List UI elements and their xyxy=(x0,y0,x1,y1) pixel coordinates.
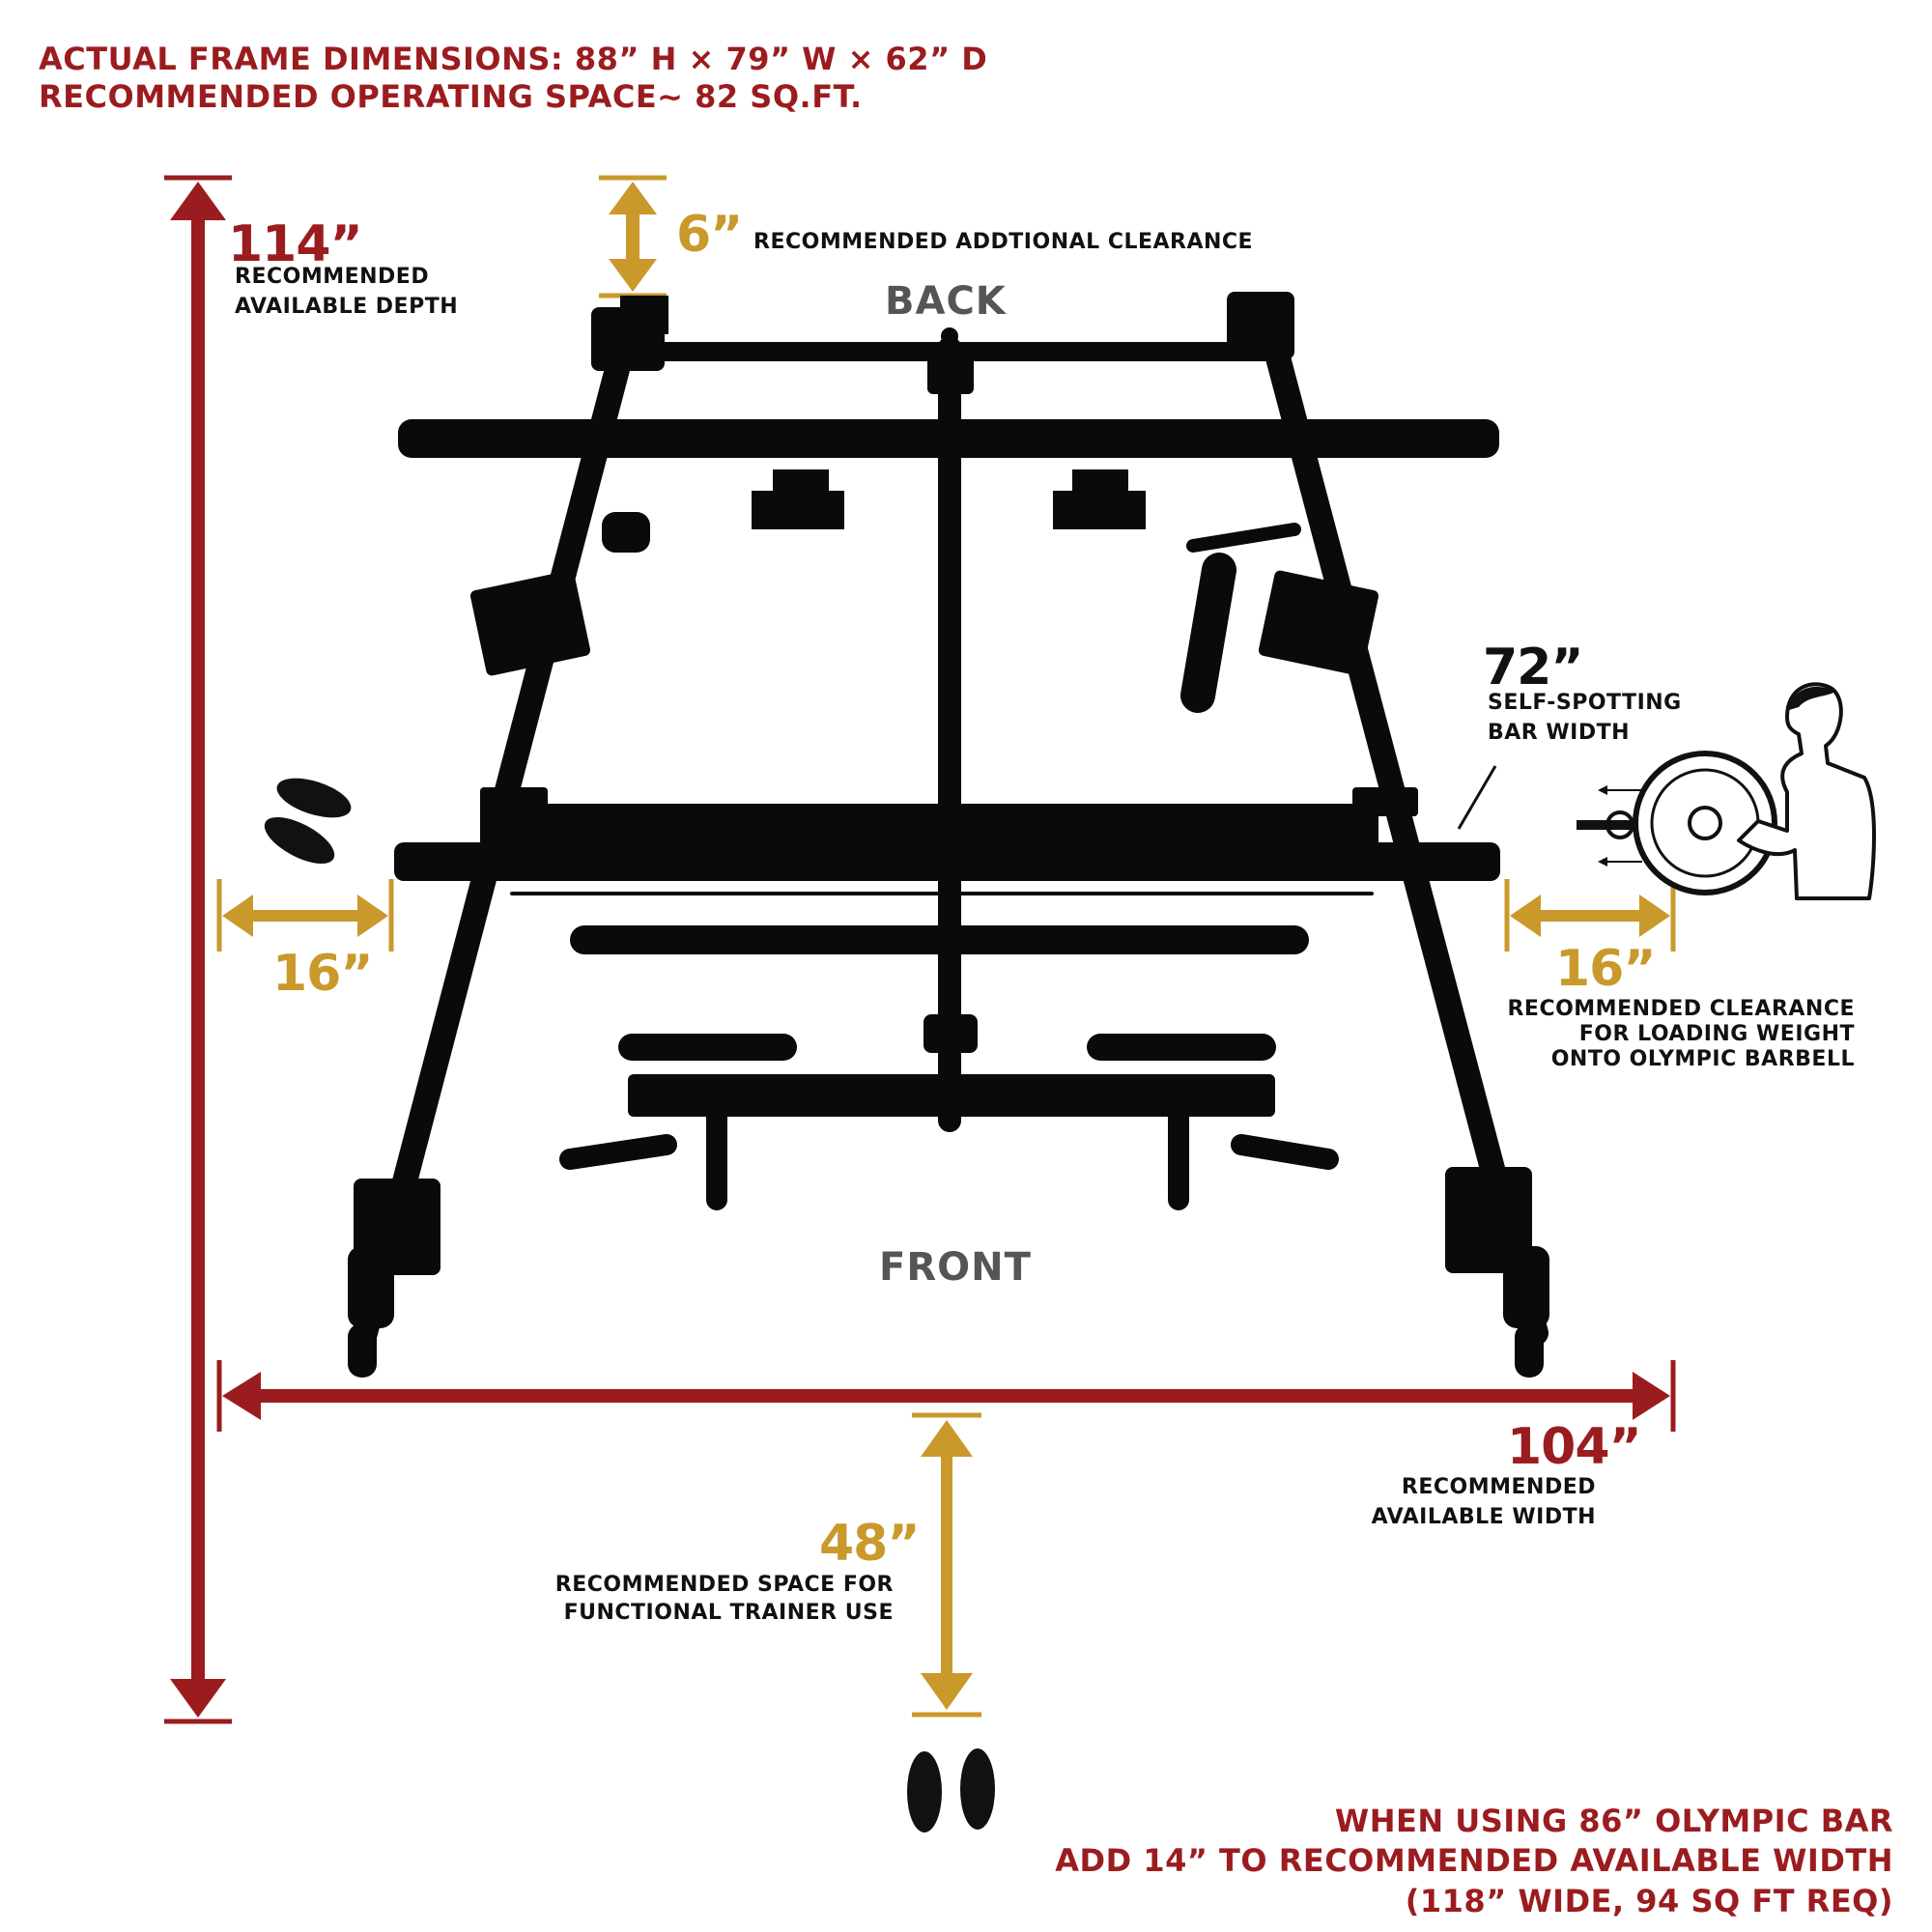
person-loading-plate-icon xyxy=(1577,682,1876,900)
footprints-front-icon xyxy=(907,1748,995,1833)
depth-dimension-arrow xyxy=(164,175,232,1724)
top-clearance-arrow xyxy=(599,175,667,298)
front-space-label-line1: RECOMMENDED SPACE FOR xyxy=(554,1573,894,1597)
rack-frame xyxy=(348,292,1549,1378)
footer-note-line2: ADD 14” TO RECOMMENDED AVAILABLE WIDTH xyxy=(1055,1842,1893,1879)
width-label-line1: RECOMMENDED xyxy=(1401,1475,1596,1499)
right-clearance-label-line2: FOR LOADING WEIGHT xyxy=(1578,1022,1855,1046)
top-clearance-label: RECOMMENDED ADDTIONAL CLEARANCE xyxy=(753,230,1254,254)
depth-value: 114” xyxy=(228,215,363,273)
right-clearance-label-line3: ONTO OLYMPIC BARBELL xyxy=(1550,1047,1855,1071)
front-space-label-line2: FUNCTIONAL TRAINER USE xyxy=(563,1601,894,1625)
front-space-arrow xyxy=(912,1412,981,1718)
right-clearance-label-line1: RECOMMENDED CLEARANCE xyxy=(1507,997,1855,1021)
depth-label-line2: AVAILABLE DEPTH xyxy=(235,295,459,319)
weight-plate-icon xyxy=(1633,751,1777,895)
operating-space-heading: RECOMMENDED OPERATING SPACE~ 82 SQ.FT. xyxy=(39,78,863,115)
frame-dimensions-heading: ACTUAL FRAME DIMENSIONS: 88” H × 79” W ×… xyxy=(39,41,988,77)
footer-note-line1: WHEN USING 86” OLYMPIC BAR xyxy=(1334,1803,1893,1839)
top-clearance-value: 6” xyxy=(676,206,743,264)
width-value: 104” xyxy=(1507,1418,1642,1476)
right-clearance-value: 16” xyxy=(1555,940,1657,998)
bar-width-label-line1: SELF-SPOTTING xyxy=(1488,691,1682,715)
front-space-value: 48” xyxy=(819,1515,921,1573)
width-label-line2: AVAILABLE WIDTH xyxy=(1371,1505,1596,1529)
back-side-label: BACK xyxy=(885,279,1007,324)
front-side-label: FRONT xyxy=(879,1245,1032,1290)
bar-width-label-line2: BAR WIDTH xyxy=(1488,721,1631,745)
depth-label-line1: RECOMMENDED xyxy=(235,265,430,289)
right-clearance-arrow xyxy=(1504,879,1676,952)
left-clearance-arrow xyxy=(216,879,394,952)
left-clearance-value: 16” xyxy=(272,945,374,1003)
footer-note-line3: (118” WIDE, 94 SQ FT REQ) xyxy=(1405,1883,1893,1919)
width-dimension-arrow xyxy=(216,1360,1676,1432)
footprints-left-icon xyxy=(264,778,352,865)
bar-width-leader-line xyxy=(1457,765,1497,830)
bar-width-value: 72” xyxy=(1483,639,1584,696)
